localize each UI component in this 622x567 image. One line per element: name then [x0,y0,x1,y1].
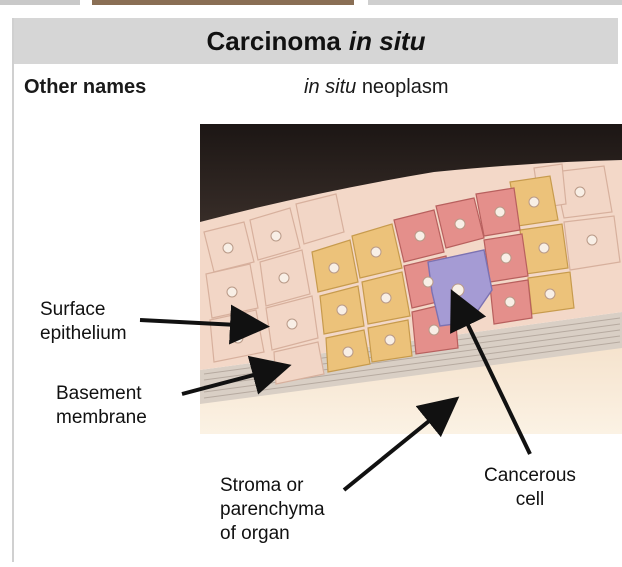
title-main: Carcinoma [207,26,341,57]
title-italic: in situ [349,26,426,57]
label-line: epithelium [40,322,127,346]
label-surface-epithelium: Surface epithelium [40,298,127,346]
strip-segment [92,0,354,5]
label-line: Surface [40,298,127,322]
label-line: parenchyma [220,498,325,522]
label-line: Basement [56,382,147,406]
infobox-title: Carcinoma in situ [14,18,618,64]
label-stroma: Stroma or parenchyma of organ [220,474,325,546]
strip-segment [368,0,622,5]
label-line: membrane [56,406,147,430]
row-value-italic: in situ [304,76,356,98]
label-cancerous-cell: Cancerous cell [484,464,576,512]
row-value-rest: neoplasm [362,76,449,98]
label-line: Stroma or [220,474,325,498]
strip-segment [0,0,80,5]
row-label: Other names [24,76,146,99]
label-basement-membrane: Basement membrane [56,382,147,430]
label-line: Cancerous [484,464,576,488]
infobox-row-other-names: Other names in situ neoplasm [14,64,618,110]
top-strip [0,0,622,8]
label-line: cell [484,488,576,512]
infobox-image[interactable]: Surface epithelium Basement membrane Str… [14,112,622,562]
row-value: in situ neoplasm [304,76,449,99]
label-line: of organ [220,522,325,546]
